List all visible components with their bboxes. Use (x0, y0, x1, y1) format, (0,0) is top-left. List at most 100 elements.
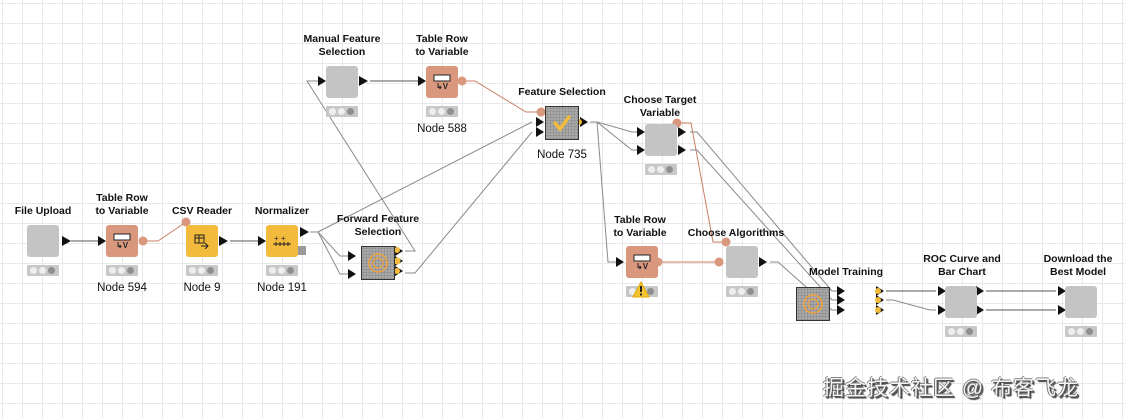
port-arrow (616, 257, 624, 267)
svg-text:↳V: ↳V (436, 82, 449, 90)
node-title-line1: Table Row (416, 33, 468, 45)
port-arrow (98, 236, 106, 246)
status-traffic-light (426, 106, 458, 117)
node-body[interactable] (726, 246, 758, 278)
node-title-line2: Selection (318, 46, 366, 58)
csv-reader-icon (186, 225, 218, 257)
meta-port (393, 257, 401, 265)
edge-mt-to-roc-2 (886, 299, 936, 311)
node-body[interactable]: ↳V (106, 225, 138, 257)
node-caption: Node 735 (537, 149, 587, 161)
port-arrow (938, 305, 946, 315)
loop-icon (797, 288, 829, 320)
port-arrow (1058, 286, 1066, 296)
port-arrow (536, 127, 544, 137)
edge-ca-to-mt (770, 261, 840, 311)
node-title-line1: Manual Feature (303, 33, 381, 45)
port-arrow (348, 269, 356, 279)
edge-fs-to-ctv-1 (590, 121, 640, 133)
edge-ffs-to-fs (405, 131, 533, 274)
port-arrow (637, 127, 645, 137)
status-traffic-light (106, 265, 138, 276)
table-row-to-variable-icon: ↳V (626, 246, 658, 278)
node-caption: Node 9 (183, 282, 221, 294)
node-body[interactable] (326, 66, 358, 98)
node-caption: Node 594 (97, 282, 147, 294)
node-title-line2: Best Model (1049, 266, 1106, 278)
node-title-line1: Table Row (614, 214, 666, 226)
variable-port (181, 217, 191, 227)
node-body[interactable] (27, 225, 59, 257)
node-title: Normalizer (254, 205, 310, 217)
table-row-to-variable-icon: ↳V (426, 66, 458, 98)
node-title-line1: Table Row (96, 192, 148, 204)
node-caption: Node 191 (257, 282, 307, 294)
node-body[interactable] (186, 225, 218, 257)
port-arrow (580, 117, 588, 127)
node-body[interactable] (796, 287, 830, 321)
node-body[interactable] (545, 106, 579, 140)
node-body[interactable]: ↳V (426, 66, 458, 98)
edge-normalizer-to-ffs-1 (310, 231, 352, 257)
node-title-line1: ROC Curve and (923, 253, 1001, 265)
port-arrow (637, 145, 645, 155)
node-body[interactable] (361, 246, 395, 280)
port-arrow (418, 76, 426, 86)
status-traffic-light (27, 265, 59, 276)
port-arrow (976, 305, 984, 315)
node-title: Model Training (808, 266, 884, 278)
edge-ctv-to-ca (677, 122, 726, 243)
edge-fs-to-trv3 (596, 121, 620, 263)
port-arrow (837, 286, 845, 296)
svg-text:+ +: + + (274, 234, 286, 243)
port-arrow (318, 76, 326, 86)
port-arrow (976, 286, 984, 296)
edge-mfs-from-ffs (306, 80, 416, 252)
port-arrow (938, 286, 946, 296)
status-traffic-light (945, 326, 977, 337)
port-arrow (1058, 305, 1066, 315)
table-row-to-variable-icon: ↳V (106, 225, 138, 257)
port-arrow (219, 236, 228, 246)
port-arrow (678, 127, 686, 137)
node-title-line1: Forward Feature (336, 213, 420, 225)
node-body[interactable]: ↳V (626, 246, 658, 278)
node-title-line1: Download the (1043, 253, 1113, 265)
status-traffic-light (326, 106, 358, 117)
node-body[interactable]: + + (266, 225, 298, 257)
node-body[interactable] (945, 286, 977, 318)
node-title-line2: Variable (639, 107, 681, 119)
node-caption: Node 588 (417, 123, 467, 135)
port-arrow (837, 305, 845, 315)
node-title: File Upload (14, 205, 72, 217)
status-traffic-light (726, 286, 758, 297)
normalizer-icon: + + (266, 225, 298, 257)
meta-port (875, 297, 881, 303)
node-body[interactable] (645, 124, 677, 156)
port-arrow (759, 257, 767, 267)
node-title-line2: to Variable (613, 227, 667, 239)
port-arrow (62, 236, 71, 246)
variable-port (138, 236, 148, 246)
variable-port (714, 257, 724, 267)
edge-fs-to-ctv-2 (596, 121, 640, 151)
port-arrow (837, 295, 845, 305)
node-title: Choose Algorithms (687, 227, 785, 239)
node-title-line2: Selection (354, 226, 402, 238)
port-arrow (678, 145, 686, 155)
edge-normalizer-to-fs (317, 121, 533, 233)
edge-trv594-to-csv (147, 221, 187, 242)
node-body[interactable] (1065, 286, 1097, 318)
loop-icon (362, 247, 394, 279)
port-arrow (348, 251, 356, 261)
warning-icon[interactable] (632, 281, 650, 298)
meta-port (394, 268, 400, 274)
watermark: 掘金技术社区 @ 布客飞龙 (823, 377, 1079, 400)
port-arrow (258, 236, 266, 246)
port-arrow (300, 227, 309, 237)
status-traffic-light (645, 164, 677, 175)
meta-port (875, 288, 881, 294)
edge-ctv-to-mt-1 (690, 131, 840, 292)
